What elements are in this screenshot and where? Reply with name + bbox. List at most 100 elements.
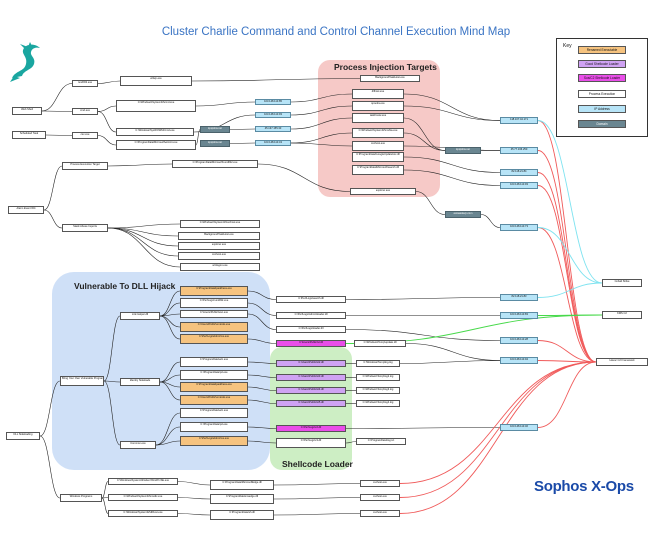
- edge-renamed_g-s3: [247, 374, 277, 378]
- edge-s6-ip14: [345, 427, 501, 429]
- edge-renamed_f-s2: [247, 361, 277, 364]
- node-s2: C:\Users\Public\sl2.dll: [276, 360, 346, 367]
- edge-winprog5-final2: [273, 497, 361, 500]
- node-label: C:\Windows\Temp\log.log: [363, 361, 393, 364]
- node-w3wp: w3wp.exe: [120, 76, 192, 86]
- edge-ip2-spoolsv: [290, 105, 353, 116]
- node-label: C:\Windows\System32\msdtc.exe: [123, 495, 163, 498]
- node-dll-sideloading: DLL Sideloading: [6, 432, 40, 440]
- node-label: Process Execution Target: [70, 163, 100, 166]
- node-label: C:\ProgramData\ipaddress.exe: [196, 383, 232, 386]
- node-bagent: BackgroundTaskHost.exe: [178, 232, 260, 240]
- node-proc-renamed: C:\ProgramData\Microsoft\wininit.exe: [116, 140, 196, 150]
- edge-taskhost-dom3: [403, 117, 446, 151]
- edge-dllhost-ip5: [403, 93, 501, 121]
- edge-ip7-havoc: [537, 172, 597, 363]
- node-using-own-vuln: Bring Your Own Vulnerable Program: [60, 376, 104, 386]
- node-label: C:\Windows\System32\svchost.exe: [199, 221, 241, 224]
- node-log1: C:\Windows\Temp\log.log: [356, 360, 400, 367]
- edge-process_exec-proc_renamed2: [107, 163, 173, 167]
- edge-renamed_e-s1: [247, 338, 277, 344]
- edge-windows_programs-winprog1: [101, 481, 109, 499]
- shellcode-region: [270, 347, 352, 470]
- legend: Key Renamed Executable Good Shellcode Lo…: [556, 38, 648, 137]
- edge-alarm_exe-stack_imports: [43, 209, 63, 229]
- edge-windows_programs-winprog3: [101, 497, 109, 514]
- node-label: svchost.exe: [373, 511, 387, 514]
- node-label: C:\ProgramData\win.exe: [199, 358, 229, 361]
- node-log4: C:\Windows\Temp\log4.log: [356, 400, 400, 407]
- node-label: C:\Windows\Temp\log2.log: [362, 375, 394, 378]
- node-label: kpqrsbw.net: [456, 148, 470, 151]
- sophos-xops-brand: Sophos X-Ops: [534, 478, 634, 495]
- edge-winprog3-winprog6: [177, 513, 211, 516]
- injection-region-label: Process Injection Targets: [334, 62, 437, 72]
- node-label: C:\Users\Public\vmtools.exe: [197, 323, 231, 326]
- edge-stack_imports-winlogon: [107, 227, 181, 268]
- legend-item-domain: Domain: [578, 120, 626, 128]
- node-winprog4: C:\ProgramData\MicrosoftEdge.dll: [210, 480, 274, 490]
- node-s6: C:\PerfLogs\c2.dll: [276, 425, 346, 432]
- node-label: Windows Programs: [69, 495, 93, 498]
- diagram-title: Cluster Charlie Command and Control Chan…: [161, 26, 511, 38]
- node-ip13: 103.148.113.94: [500, 357, 538, 364]
- node-dom3: kpqrsbw.net: [445, 147, 481, 154]
- edge-final2-havoc: [399, 361, 597, 498]
- node-label: 103.148.113.73: [510, 225, 528, 228]
- edge-using_own_vuln-identity_sideloads: [103, 380, 121, 383]
- node-csc-exe: csc.exe: [72, 132, 98, 139]
- edge-ip6-havoc: [537, 150, 597, 363]
- node-label: spoolsv.exe: [371, 102, 385, 105]
- node-label: C:\ProgramData\msedge.dll: [225, 495, 258, 498]
- edge-s7-prog_ilog: [345, 441, 357, 444]
- edge-ip3-taskhost: [290, 117, 353, 130]
- node-bid-uniq: Link Helper.dll: [120, 312, 160, 320]
- node-label: C:\Users\Public\sl.dll: [299, 341, 323, 344]
- node-label: 103.148.113.93: [510, 183, 528, 186]
- node-dom2: kpqrsbw.net: [200, 140, 230, 147]
- node-ip10: 82.118.21.83: [500, 294, 538, 301]
- node-ip3: 45.137.155.33: [255, 126, 291, 132]
- node-label: C:\Users\Public\sl4.dll: [298, 388, 324, 391]
- node-s7: C:\PerfLogs\c3.dll: [276, 438, 346, 448]
- node-log3: C:\Windows\Temp\log3.log: [356, 387, 400, 394]
- node-label: C:\ProgramData\Microsoft\search.dll: [357, 166, 399, 169]
- edge-fileprogram-ip8: [403, 169, 501, 186]
- edge-winprog6-final3: [273, 513, 361, 516]
- node-label: KMS C2: [617, 312, 627, 315]
- edge-alarm_exe-process_exec: [43, 165, 63, 211]
- node-label: C:\PerfLogs\Admin\vs.exe: [199, 437, 229, 440]
- node-label: dllhost.exe: [371, 90, 385, 93]
- node-label: C:\PerfLogs\c3.dll: [300, 439, 322, 442]
- node-havoc: Havoc C2 Framework: [596, 358, 648, 366]
- node-label: Alarm Event ID4: [16, 207, 36, 210]
- edge-renamed_a-perflogs1: [247, 290, 277, 300]
- node-label: DLL Sideloading: [13, 433, 33, 436]
- edge-windir_tmp-ip13: [405, 343, 501, 361]
- node-proc-renamed2: C:\ProgramData\Microsoft\rundll32.exe: [172, 160, 258, 168]
- edge-web_shell-cmd_exe: [41, 110, 73, 112]
- node-label: 103.148.113.83: [510, 313, 528, 316]
- edge-final1-havoc: [399, 361, 597, 484]
- edge-stack_imports-explorer: [107, 227, 179, 247]
- node-s3: C:\Users\Public\sl3.dll: [276, 374, 346, 381]
- node-s1: C:\Users\Public\sl.dll: [276, 340, 346, 347]
- node-label: 103.148.113.94: [510, 358, 528, 361]
- node-renamed-k: C:\ProgramData\pd.exe: [180, 422, 248, 432]
- node-label: 118.107.44.171: [510, 118, 528, 121]
- edge-ip10-cobalt: [537, 282, 603, 298]
- node-label: C:\ProgramData\Microsoft\rundll32.exe: [192, 161, 238, 164]
- edge-common_exe-renamed_l: [155, 440, 181, 446]
- edge-bid_uniq-renamed_d: [159, 315, 181, 328]
- node-label: explorer.exe: [375, 189, 391, 192]
- node-label: C:\Windows\System32\cmd.exe: [137, 101, 175, 104]
- node-renamed-c: C:\Users\Public\wsc.exe: [180, 310, 248, 318]
- node-svchost: C:\Windows\System32\svchost.exe: [180, 220, 260, 228]
- edge-ip5-havoc: [537, 120, 597, 363]
- edge-cmd_exe-cmd2: [97, 111, 117, 133]
- node-conhost: conhost.exe: [178, 252, 260, 260]
- node-programdata-dll: C:\ProgramData\GoogleUpdate\ioc.dll: [352, 152, 404, 162]
- node-identity-sideloads: Identity Sideloads: [120, 378, 160, 386]
- node-ip5: 118.107.44.171: [500, 117, 538, 124]
